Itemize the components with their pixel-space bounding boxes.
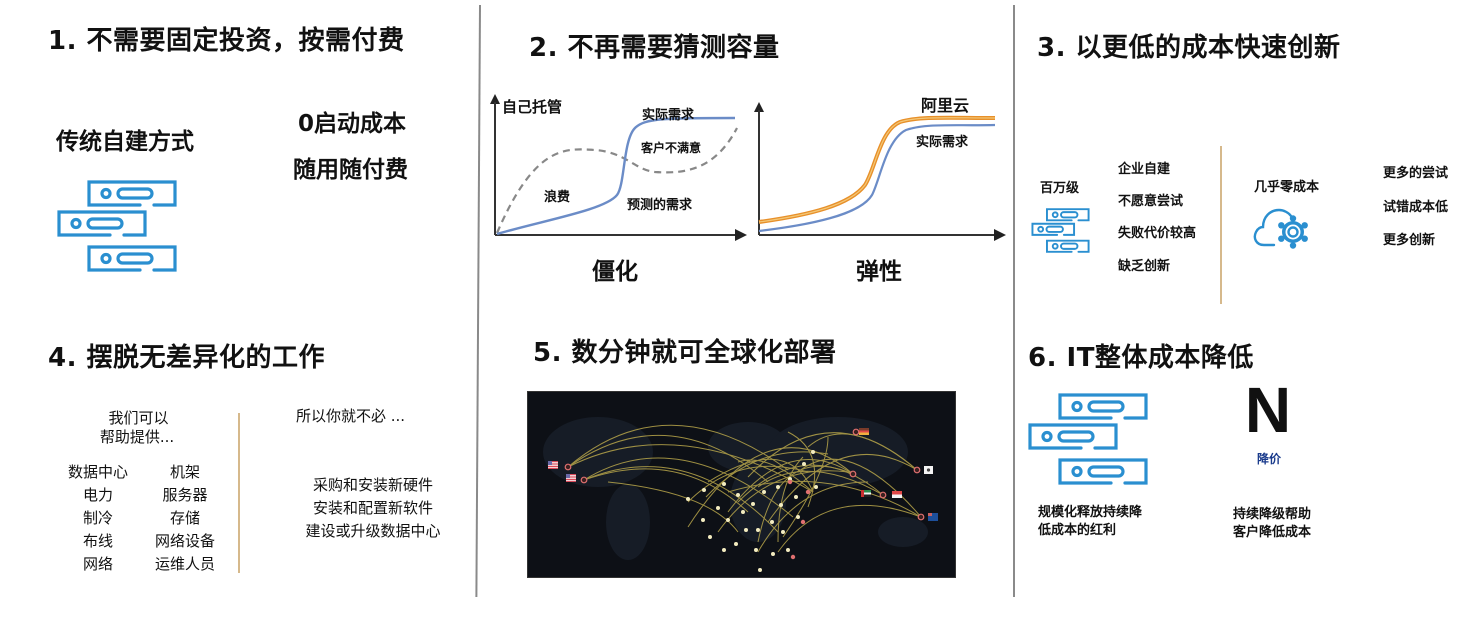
rigid-waste-label: 浪费 bbox=[544, 190, 571, 205]
rigid-predicted-demand-label: 预测的需求 bbox=[627, 198, 693, 213]
scale-benefit-line1: 规模化释放持续降 bbox=[1038, 505, 1143, 520]
us-flag-icon bbox=[566, 474, 576, 482]
rigid-actual-demand-label: 实际需求 bbox=[642, 108, 695, 123]
section-divider-left bbox=[475, 4, 481, 597]
provided-list-col2: 机架 服务器 存储 网络设备 运维人员 bbox=[145, 461, 225, 576]
japan-flag-icon bbox=[924, 466, 933, 474]
world-map-icon bbox=[527, 391, 956, 578]
help-provide-line: 帮助提供... bbox=[99, 428, 175, 446]
zero-startup-cost: 0启动成本 bbox=[298, 111, 407, 137]
near-zero-cost-label: 几乎零成本 bbox=[1254, 180, 1320, 195]
elastic-actual-demand-label: 实际需求 bbox=[916, 135, 969, 150]
more-innovation-item: 更多创新 bbox=[1383, 233, 1436, 248]
server-stack-icon bbox=[56, 178, 180, 274]
section-4-inner-divider bbox=[238, 413, 240, 573]
list-item: 安装和配置新软件 bbox=[312, 499, 433, 517]
germany-flag-icon bbox=[859, 428, 869, 435]
us-flag-icon bbox=[548, 461, 558, 469]
lack-innovation-item: 缺乏创新 bbox=[1118, 259, 1171, 274]
list-item: 采购和安装新硬件 bbox=[312, 476, 433, 494]
section-2-title: 2. 不再需要猜测容量 bbox=[529, 33, 780, 63]
list-item: 机架 bbox=[169, 463, 200, 481]
list-item: 网络设备 bbox=[154, 532, 215, 550]
section-divider-right bbox=[1013, 5, 1015, 597]
list-item: 运维人员 bbox=[154, 555, 215, 573]
elastic-caption: 弹性 bbox=[856, 259, 902, 285]
continuous-reduction-line2: 客户降低成本 bbox=[1232, 525, 1311, 540]
list-item: 建设或升级数据中心 bbox=[305, 522, 441, 540]
section-4-title: 4. 摆脱无差异化的工作 bbox=[48, 343, 326, 373]
server-stack-icon bbox=[1031, 207, 1091, 254]
low-trial-cost-item: 试错成本低 bbox=[1383, 200, 1449, 215]
continuous-reduction-line1: 持续降级帮助 bbox=[1232, 507, 1311, 522]
self-build-item: 企业自建 bbox=[1118, 162, 1171, 177]
unwilling-item: 不愿意尝试 bbox=[1118, 194, 1184, 209]
elastic-aliyun-label: 阿里云 bbox=[921, 96, 970, 115]
section-3-title: 3. 以更低的成本快速创新 bbox=[1037, 33, 1341, 63]
cloud-gear-icon bbox=[1252, 202, 1314, 250]
server-stack-icon bbox=[1027, 391, 1151, 487]
so-you-dont-need-line: 所以你就不必 ... bbox=[296, 407, 406, 425]
big-n-letter: N bbox=[1244, 374, 1292, 446]
list-item: 存储 bbox=[169, 509, 200, 527]
list-item: 服务器 bbox=[162, 486, 208, 504]
section-3-inner-divider bbox=[1220, 146, 1222, 304]
list-item: 数据中心 bbox=[67, 463, 128, 481]
rigid-capacity-chart bbox=[485, 90, 755, 245]
pay-as-you-go: 随用随付费 bbox=[293, 157, 408, 183]
traditional-label: 传统自建方式 bbox=[56, 129, 194, 155]
high-failure-cost-item: 失败代价较高 bbox=[1118, 226, 1197, 241]
rigid-caption: 僵化 bbox=[592, 259, 638, 285]
list-item: 制冷 bbox=[82, 509, 113, 527]
elastic-capacity-chart bbox=[750, 90, 1010, 245]
rigid-ylabel: 自己托管 bbox=[502, 98, 563, 116]
section-5-title: 5. 数分钟就可全球化部署 bbox=[533, 338, 837, 368]
uae-flag-icon bbox=[861, 490, 871, 497]
scale-benefit-line2: 低成本的红利 bbox=[1038, 523, 1117, 538]
no-need-list: 采购和安装新硬件 安装和配置新软件 建设或升级数据中心 bbox=[288, 474, 458, 543]
section-1-title: 1. 不需要固定投资，按需付费 bbox=[48, 26, 405, 56]
million-level-label: 百万级 bbox=[1040, 181, 1080, 196]
australia-flag-icon bbox=[928, 513, 938, 521]
we-can-line: 我们可以 bbox=[108, 409, 169, 427]
list-item: 网络 bbox=[82, 555, 113, 573]
section-6-title: 6. IT整体成本降低 bbox=[1028, 343, 1254, 373]
price-cut-label: 降价 bbox=[1256, 452, 1281, 466]
rigid-dissatisfied-label: 客户不满意 bbox=[641, 141, 702, 155]
more-trials-item: 更多的尝试 bbox=[1383, 166, 1449, 181]
indonesia-flag-icon bbox=[892, 491, 902, 498]
provided-list-col1: 数据中心 电力 制冷 布线 网络 bbox=[60, 461, 136, 576]
list-item: 电力 bbox=[82, 486, 113, 504]
list-item: 布线 bbox=[82, 532, 113, 550]
